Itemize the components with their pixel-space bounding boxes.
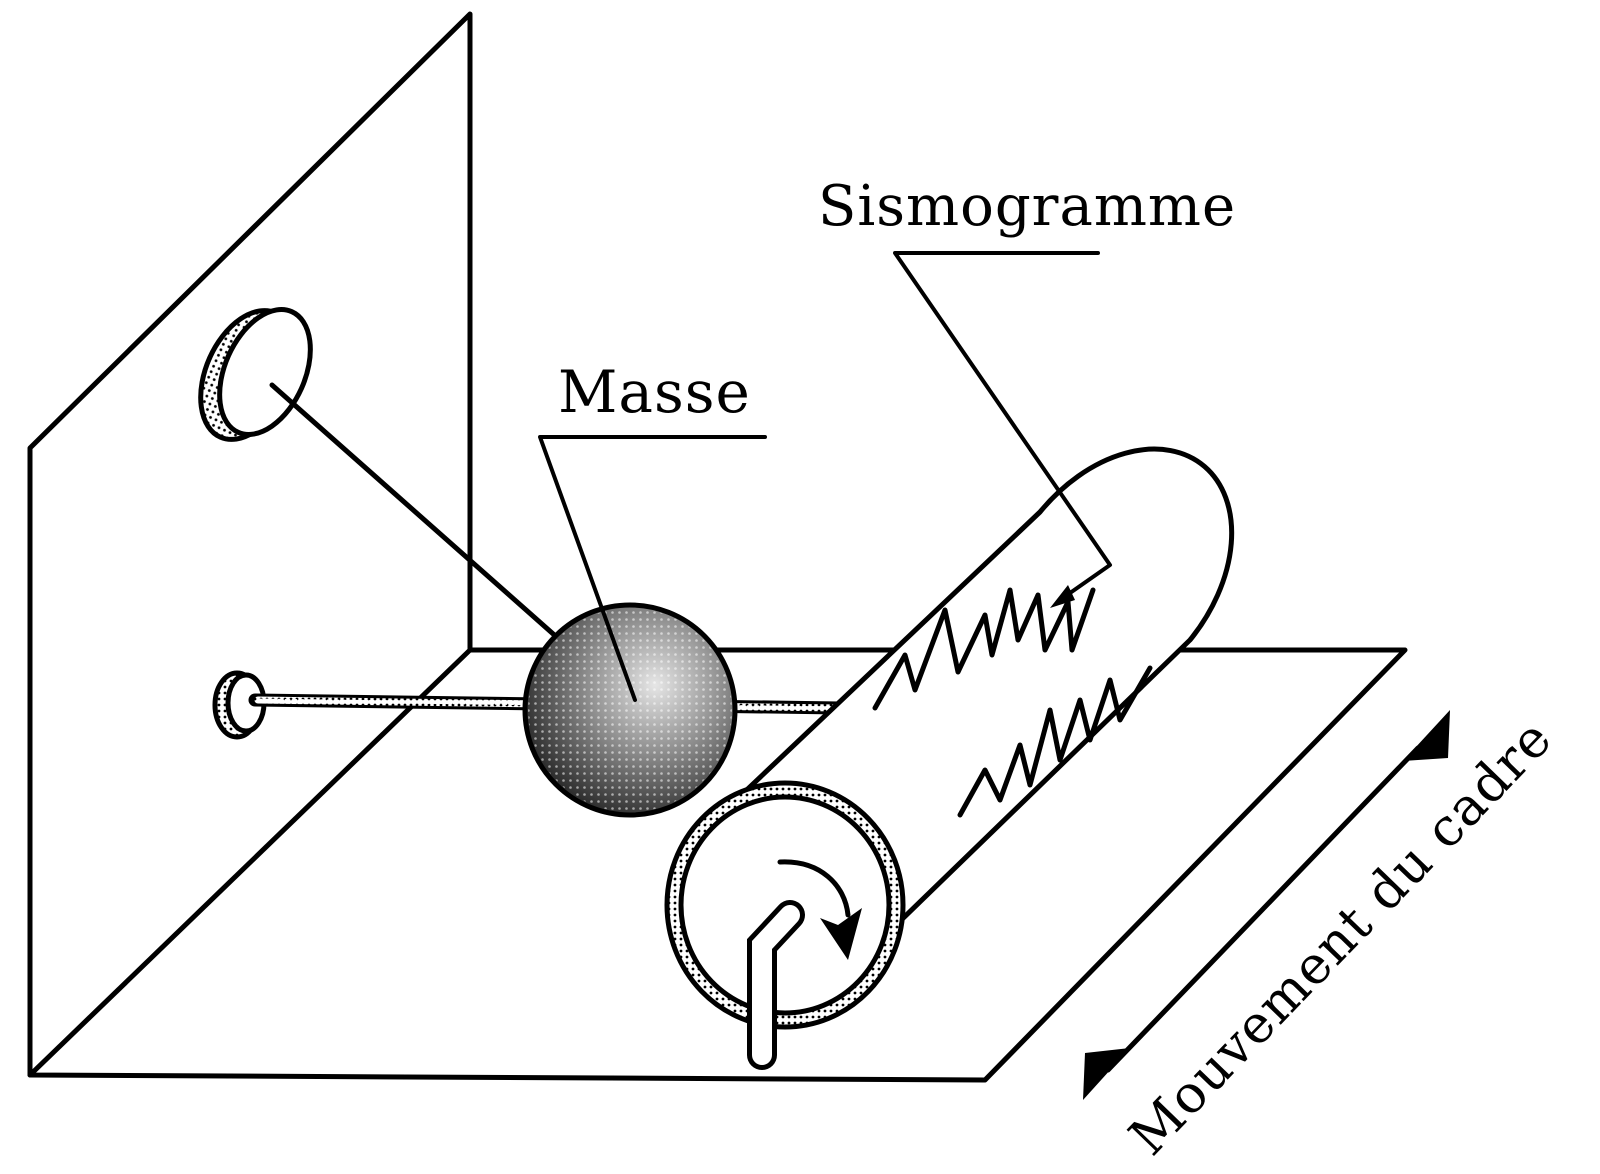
frame-motion-arrow-icon: [1083, 710, 1450, 1100]
lower-pivot-disc: [212, 670, 267, 740]
sismogramme-leader: [893, 251, 1112, 608]
upper-mount-disc: [198, 307, 313, 442]
rotation-arrow-icon: [777, 859, 862, 960]
frame-vertical-wall: [27, 11, 473, 1078]
suspension-wire: [269, 382, 563, 643]
crank-handle: [747, 900, 805, 1070]
frame-base-plate: [27, 647, 1408, 1083]
label-masse: Masse: [558, 358, 751, 426]
masse-leader-line: [538, 435, 767, 702]
mass-sphere: [522, 602, 738, 818]
seismogram-trace: [872, 587, 1153, 818]
label-mouvement-du-cadre: Mouvement du cadre: [1118, 708, 1564, 1167]
label-sismogramme: Sismogramme: [818, 174, 1236, 239]
